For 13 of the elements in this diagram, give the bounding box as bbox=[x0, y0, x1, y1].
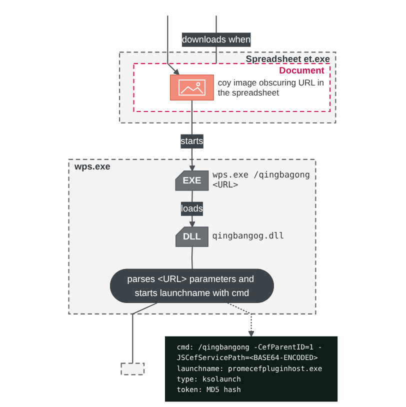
node-label: qingbangog.dll bbox=[212, 232, 284, 242]
connector bbox=[191, 246, 193, 270]
node-label: wps.exe /qingbagong <URL> bbox=[212, 170, 310, 191]
connector bbox=[132, 302, 158, 364]
edge-label: loads bbox=[180, 203, 204, 214]
arrow bbox=[189, 100, 196, 172]
edge-label: starts bbox=[180, 136, 204, 146]
edge-label: downloads when bbox=[182, 34, 251, 45]
arrow bbox=[227, 302, 254, 337]
node-label: coy image obscuring URL in the spreadsheet bbox=[218, 78, 324, 98]
node-box bbox=[120, 362, 145, 376]
arrow bbox=[167, 16, 180, 76]
node-picture bbox=[170, 74, 214, 100]
